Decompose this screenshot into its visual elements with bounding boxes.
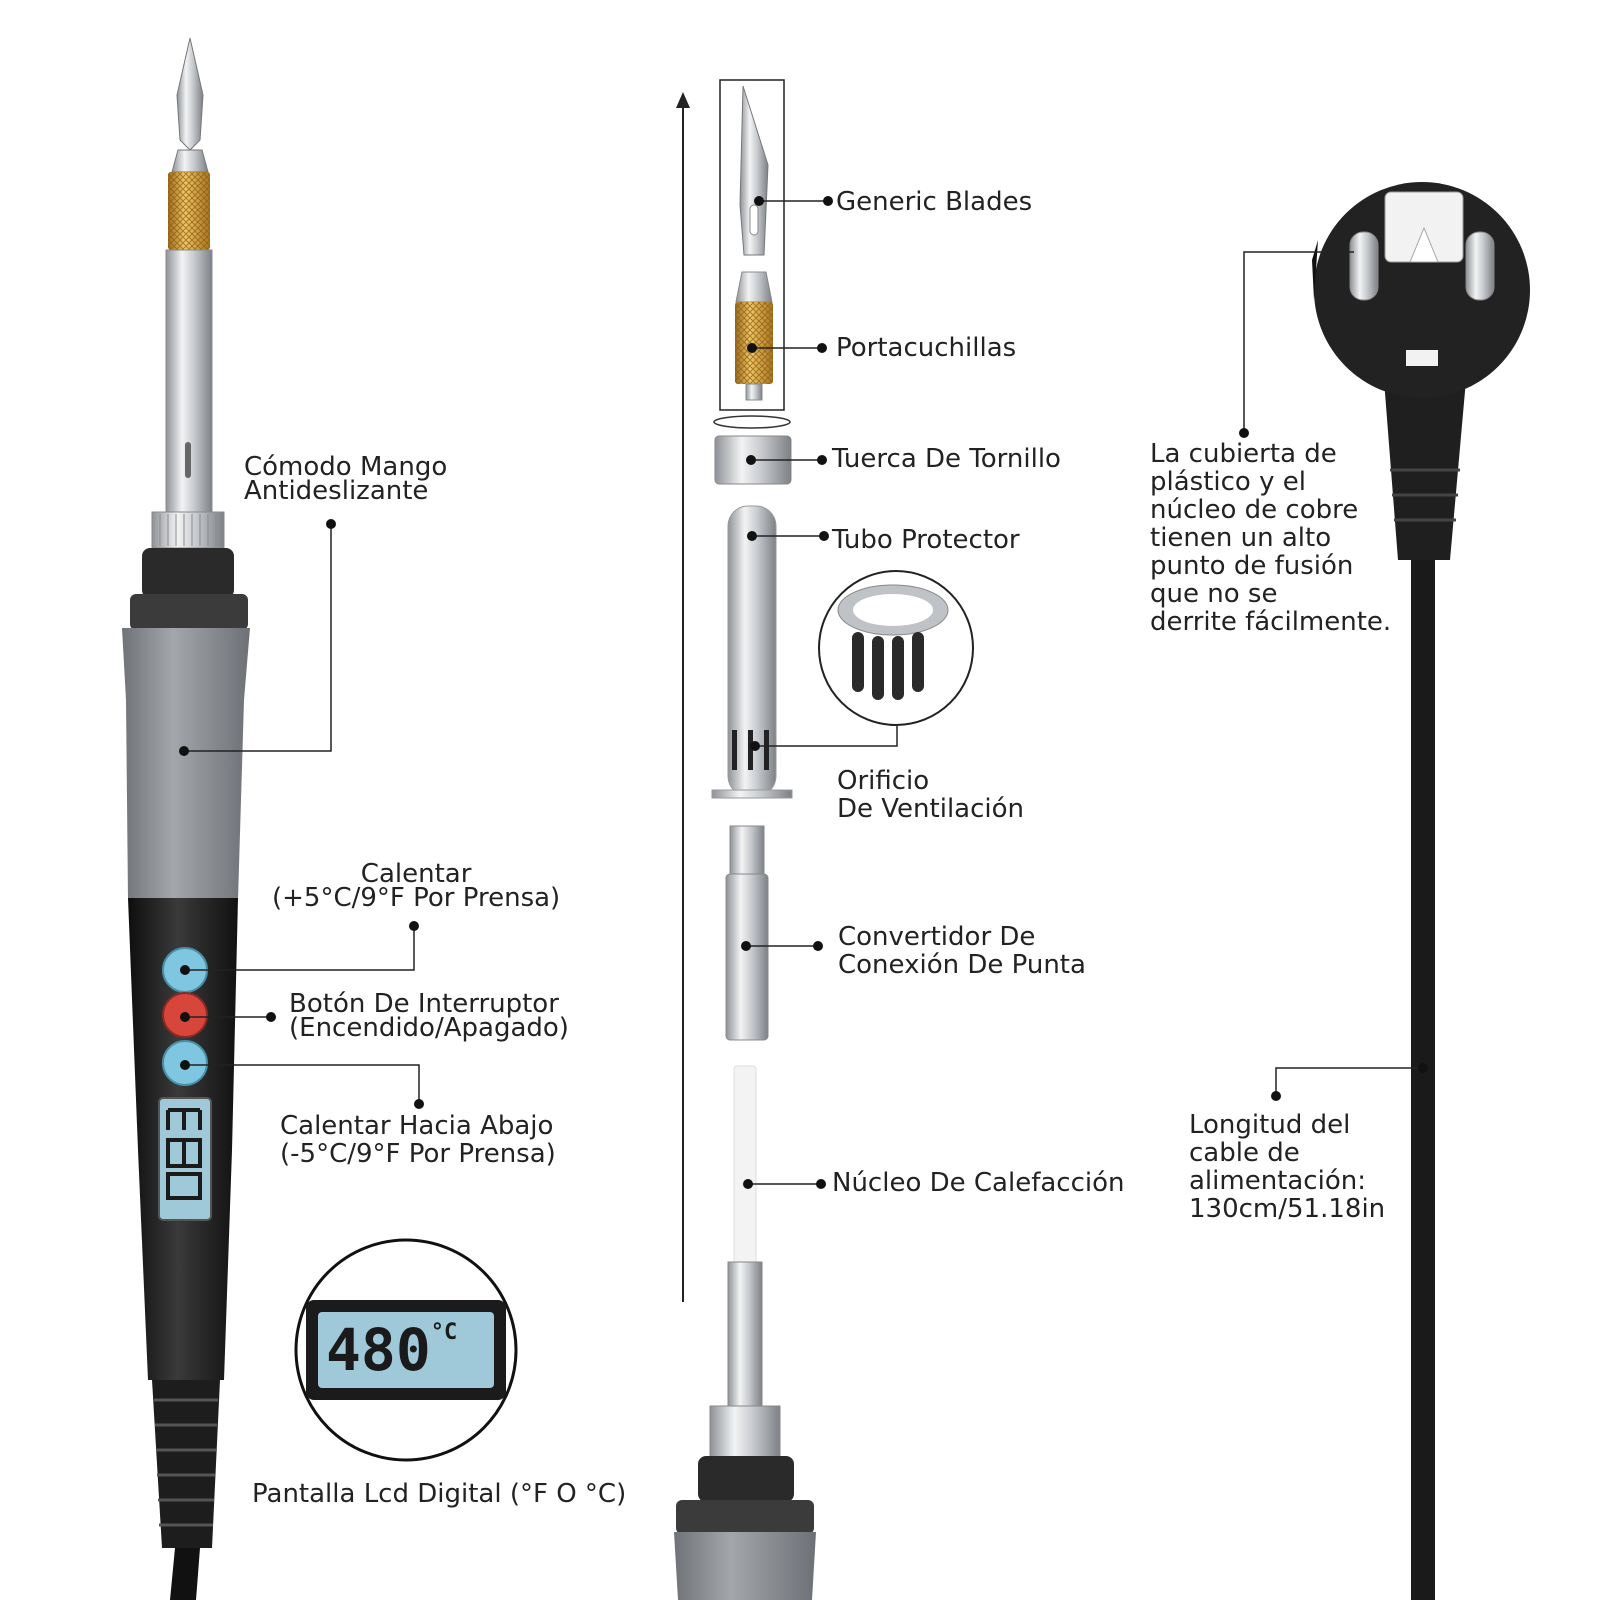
label-convertidor-line2: Conexión De Punta: [838, 950, 1086, 980]
label-plastico-line3: núcleo de cobre: [1150, 495, 1359, 525]
lcd-zoom-value: 480°C: [326, 1318, 457, 1382]
label-cable: Longitud del cable de alimentación: 130c…: [1189, 1111, 1385, 1223]
lcd-zoom-number: 480: [326, 1316, 431, 1384]
label-blades: Generic Blades: [836, 187, 1033, 217]
label-plastico-line4: tienen un alto: [1150, 523, 1332, 553]
label-plastico: La cubierta de plástico y el núcleo de c…: [1150, 440, 1391, 636]
lcd-zoom: [294, 1238, 518, 1462]
label-tubo: Tubo Protector: [832, 525, 1020, 555]
lcd-zoom-unit: °C: [430, 1320, 458, 1345]
label-mango-line2: Antideslizante: [244, 476, 429, 506]
label-cable-line3: alimentación:: [1189, 1166, 1366, 1196]
label-cable-line2: cable de: [1189, 1138, 1300, 1168]
label-convertidor-line1: Convertidor De: [838, 922, 1036, 952]
label-orificio: Orificio De Ventilación: [837, 767, 1024, 823]
label-mango: Cómodo Mango Antideslizante: [244, 453, 447, 505]
label-nucleo: Núcleo De Calefacción: [832, 1168, 1125, 1198]
label-cable-line4: 130cm/51.18in: [1189, 1194, 1386, 1224]
label-plastico-line5: punto de fusión: [1150, 551, 1354, 581]
exploded-view: [674, 79, 974, 1600]
label-abajo-line2: (-5°C/9°F Por Prensa): [280, 1139, 556, 1169]
label-interruptor-line1: Botón De Interruptor: [289, 989, 559, 1019]
eu-plug: [1312, 182, 1530, 1600]
label-cable-line1: Longitud del: [1189, 1110, 1351, 1140]
label-interruptor: Botón De Interruptor (Encendido/Apagado): [289, 990, 569, 1042]
label-plastico-line2: plástico y el: [1150, 467, 1306, 497]
label-abajo: Calentar Hacia Abajo (-5°C/9°F Por Prens…: [280, 1112, 556, 1168]
label-mango-line1: Cómodo Mango: [244, 452, 448, 482]
label-plastico-line7: derrite fácilmente.: [1150, 607, 1392, 637]
soldering-iron: [122, 37, 250, 1600]
label-plastico-line1: La cubierta de: [1150, 439, 1337, 469]
label-calentar: Calentar (+5°C/9°F Por Prensa): [272, 860, 560, 912]
label-interruptor-line2: (Encendido/Apagado): [289, 1013, 569, 1043]
label-calentar-line1: Calentar: [360, 859, 472, 889]
label-orificio-line2: De Ventilación: [837, 794, 1025, 824]
label-plastico-line6: que no se: [1150, 579, 1278, 609]
label-tuerca: Tuerca De Tornillo: [832, 444, 1061, 474]
label-abajo-line1: Calentar Hacia Abajo: [280, 1111, 554, 1141]
label-orificio-line1: Orificio: [837, 766, 930, 796]
label-calentar-line2: (+5°C/9°F Por Prensa): [272, 883, 561, 913]
label-convertidor: Convertidor De Conexión De Punta: [838, 923, 1086, 979]
label-portacuchillas: Portacuchillas: [836, 333, 1017, 363]
lcd-small-digits: [166, 1108, 202, 1200]
label-lcd: Pantalla Lcd Digital (°F O °C): [252, 1479, 627, 1509]
